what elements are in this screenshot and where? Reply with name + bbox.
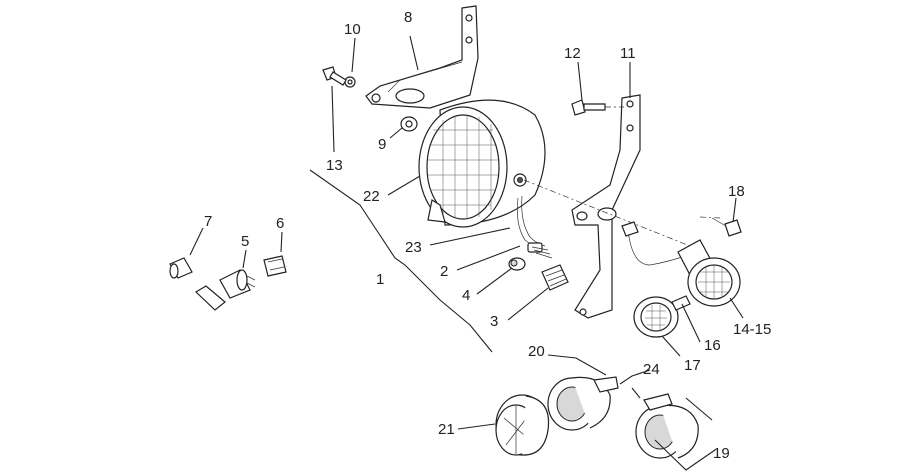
washer-part-10: [344, 76, 356, 88]
leader-lines: [189, 35, 744, 471]
callout-17: 17: [684, 357, 701, 374]
callout-8: 8: [404, 9, 412, 26]
screw-part-13: [322, 66, 347, 86]
connector-part-3: [541, 264, 569, 291]
callout-3: 3: [490, 313, 498, 330]
bracket-part-11: [571, 94, 641, 319]
callout-24: 24: [643, 361, 660, 378]
turn-signal-part-14-15: [621, 221, 741, 307]
headlight-part-22: [418, 99, 546, 228]
callout-20: 20: [528, 343, 545, 360]
callout-10: 10: [344, 21, 361, 38]
callout-1: 1: [376, 271, 384, 288]
callout-23: 23: [405, 239, 422, 256]
callout-12: 12: [564, 45, 581, 62]
callout-13: 13: [326, 157, 343, 174]
horn-cover-part-21: [495, 394, 550, 456]
callout-19: 19: [713, 445, 730, 462]
assembly-guide-lines: [523, 106, 721, 247]
callout-11: 11: [620, 45, 636, 62]
horn-part-20: [547, 376, 619, 431]
callout-16: 16: [704, 337, 721, 354]
bulb-part-7: [169, 257, 193, 279]
callout-6: 6: [276, 215, 284, 232]
callout-18: 18: [728, 183, 745, 200]
callout-14-15: 14-15: [733, 321, 771, 338]
bolt-part-12: [571, 99, 606, 116]
grommet-part-4: [508, 257, 526, 271]
callout-21: 21: [438, 421, 455, 438]
headlight-bracket: [365, 5, 479, 109]
lamp-part-17: [633, 295, 691, 338]
callout-7: 7: [204, 213, 212, 230]
callout-4: 4: [462, 287, 470, 304]
callout-5: 5: [241, 233, 249, 250]
callout-9: 9: [378, 136, 386, 153]
callout-2: 2: [440, 263, 448, 280]
bushing-part-9: [400, 116, 418, 132]
assembly-boundary-line: [309, 169, 493, 353]
horn-part-19: [635, 393, 699, 459]
callout-22: 22: [363, 188, 380, 205]
socket-part-6: [263, 255, 287, 277]
bulb-part-5: [195, 269, 256, 311]
screw-part-18: [711, 217, 742, 237]
wiring-part-23: [516, 195, 553, 259]
